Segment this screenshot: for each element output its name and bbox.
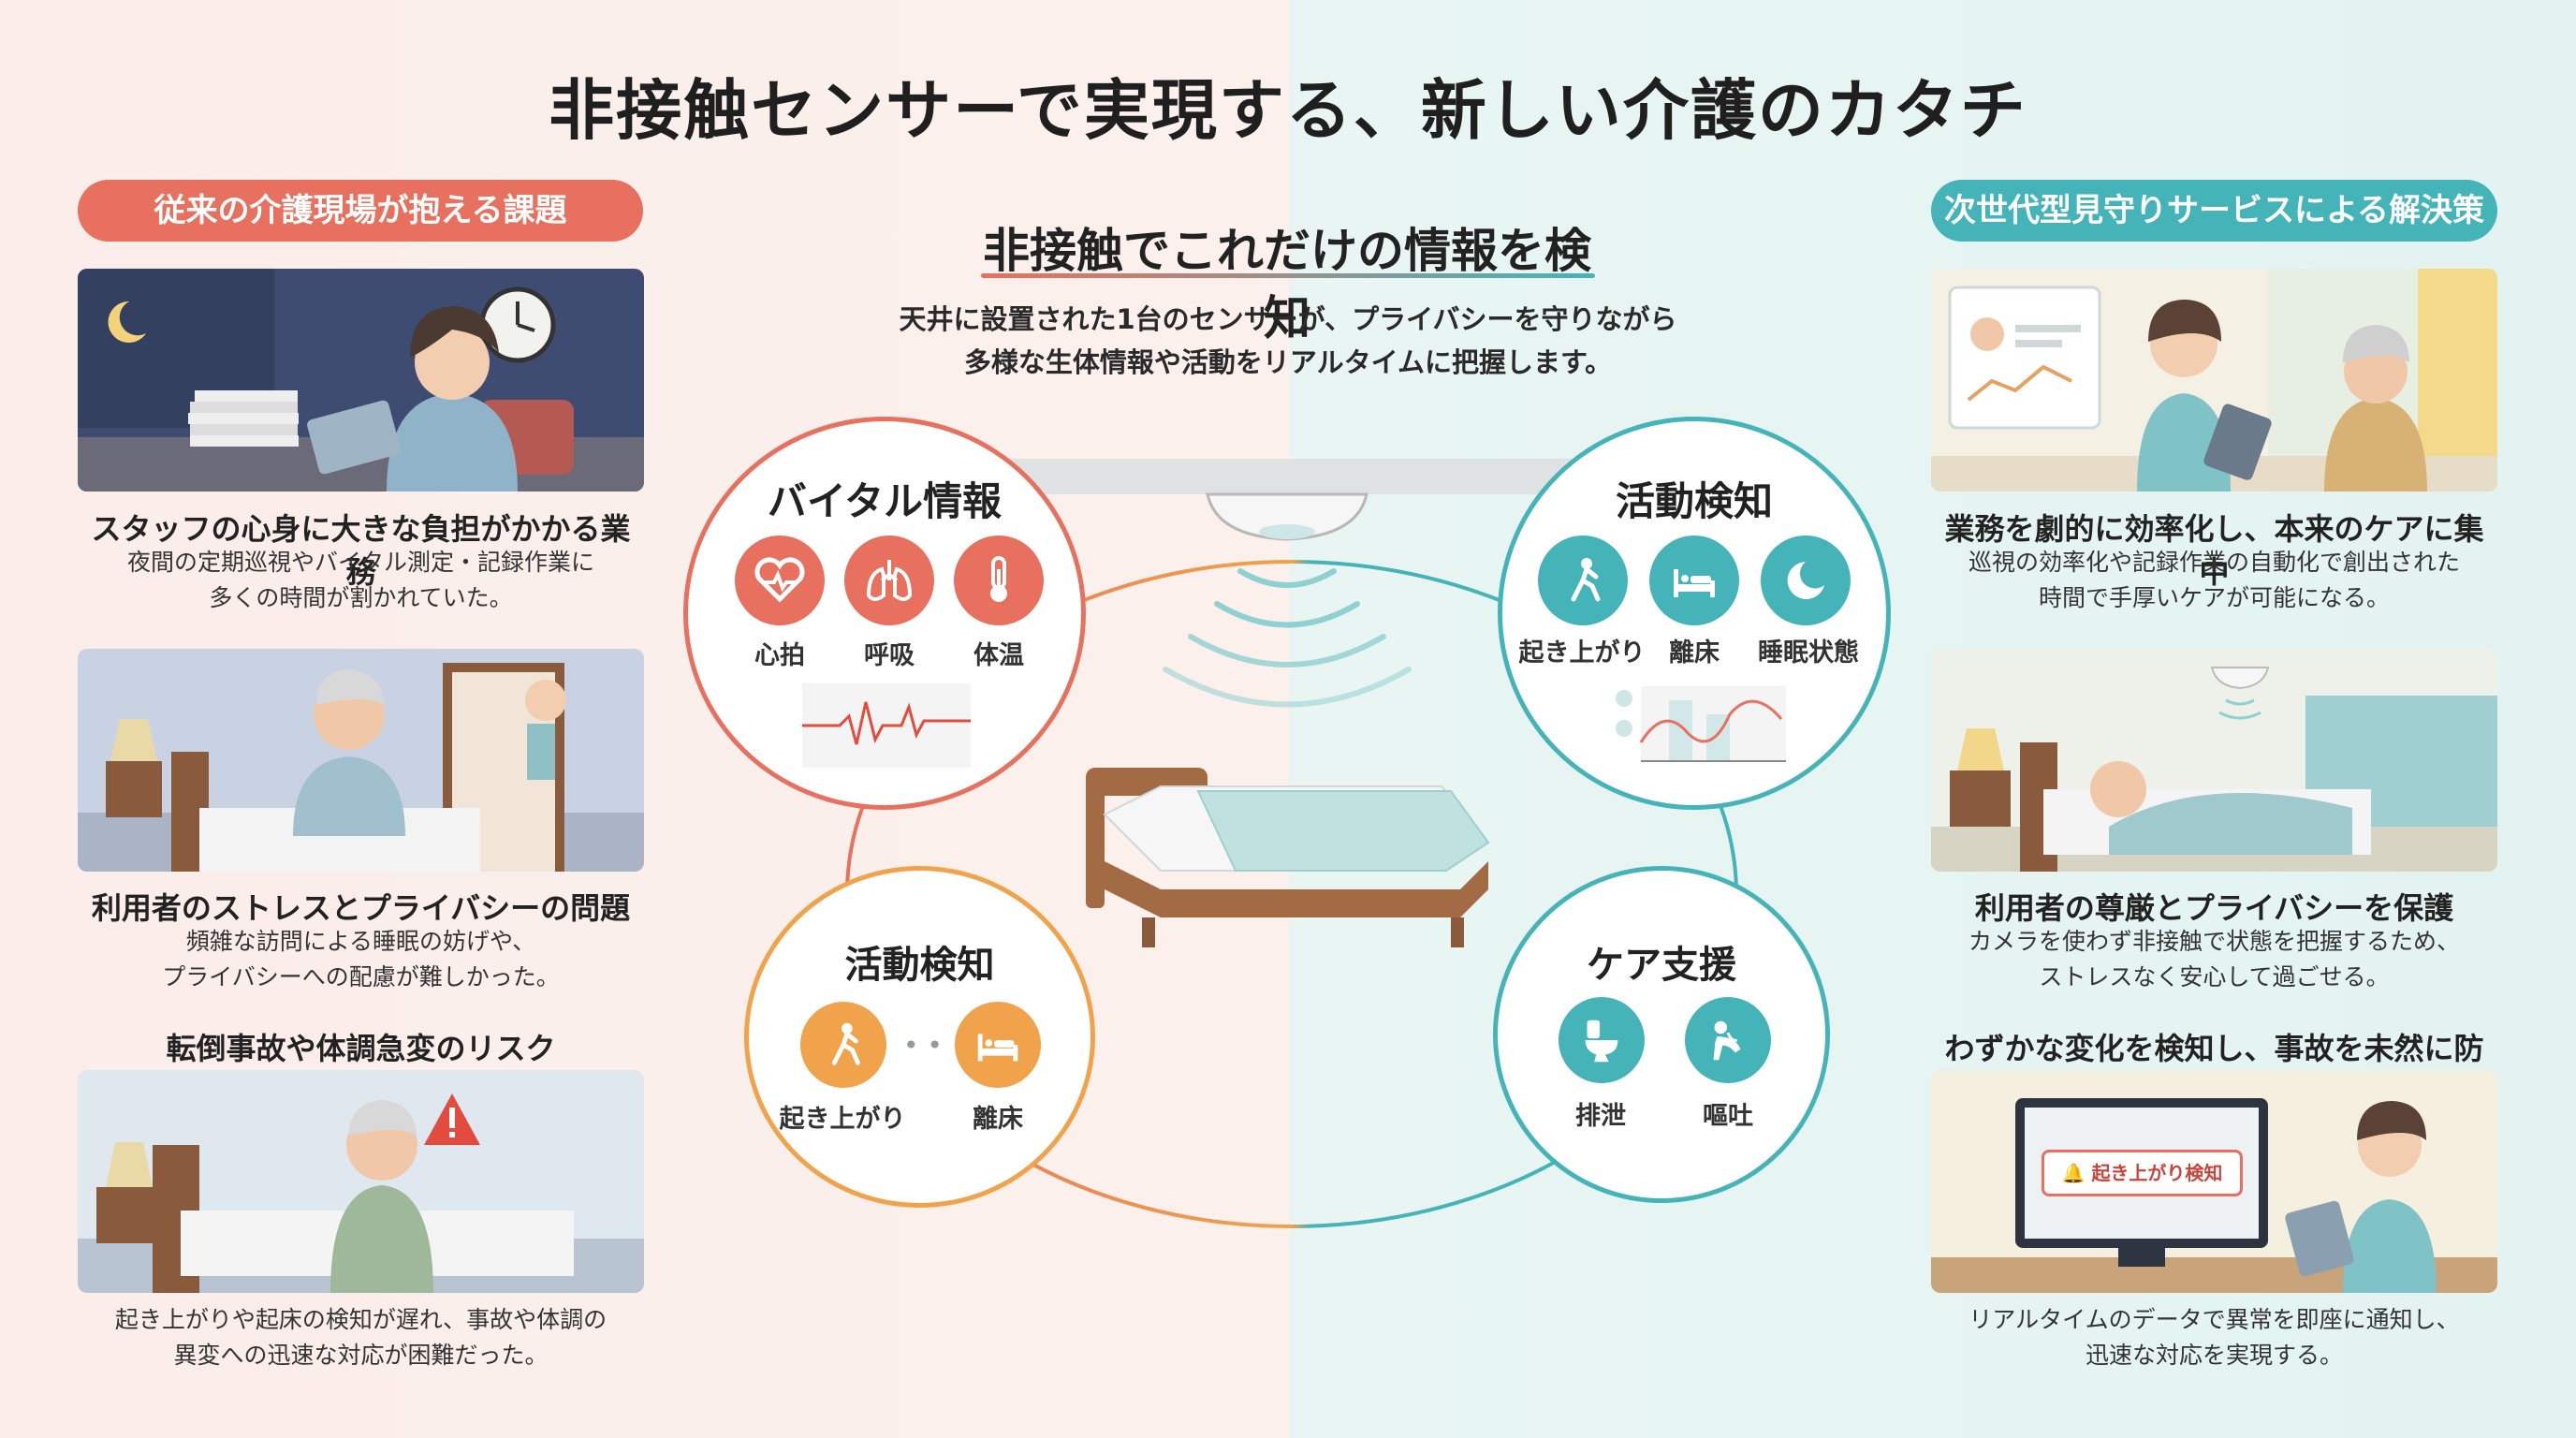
solution-card-1-title: 業務を劇的に効率化し、本来のケアに集中 <box>1944 511 2484 590</box>
sitting-up-icon <box>1538 536 1628 625</box>
excretion-label: 排泄 <box>1575 1102 1626 1131</box>
solution-card-2-desc: カメラを使わず非接触で状態を把握するため、 ストレスなく安心して過ごせる。 <box>1931 924 2497 995</box>
desc-line: ストレスなく安心して過ごせる。 <box>2039 963 2390 990</box>
desc-line: プライバシーへの配慮が難しかった。 <box>162 963 560 990</box>
solution-card-3-desc: リアルタイムのデータで異常を即座に通知し、 迅速な対応を実現する。 <box>1931 1302 2497 1373</box>
care-title: ケア支援 <box>1587 944 1736 987</box>
activity-left-bubble: 活動検知 • • • 起き上がり 離床 <box>744 866 1095 1208</box>
problem-card-3-desc: 起き上がりや起床の検知が遅れ、事故や体調の 異変への迅速な対応が困難だった。 <box>78 1302 644 1373</box>
desc-line: 迅速な対応を実現する。 <box>2085 1342 2343 1369</box>
bed-exit-label: 離床 <box>1669 638 1720 668</box>
activity-graph-icon <box>1616 686 1786 762</box>
vomiting-label: 嘔吐 <box>1703 1102 1753 1131</box>
problems-header: 従来の介護現場が抱える課題 <box>78 180 643 242</box>
toilet-icon <box>1559 997 1645 1083</box>
care-support-bubble: ケア支援 排泄 嘔吐 <box>1493 866 1830 1203</box>
bed-icon <box>1086 768 1490 947</box>
vital-info-bubble: バイタル情報 心拍 呼吸 体温 <box>683 417 1086 810</box>
heading-underline <box>981 273 1595 278</box>
problem-card-2-title: 利用者のストレスとプライバシーの問題 <box>91 890 631 926</box>
overworked-staff-illustration <box>78 269 644 492</box>
thermometer-icon <box>954 536 1044 625</box>
sitting-up-label: 起き上がり <box>1518 638 1646 668</box>
vital-title: バイタル情報 <box>767 478 1003 524</box>
resident-sleeping-illustration <box>1931 649 2497 872</box>
ecg-waveform-icon <box>802 683 971 768</box>
desc-line: 時間で手厚いケアが可能になる。 <box>2038 584 2390 611</box>
fall-risk-illustration <box>78 1070 644 1293</box>
problem-card-1-title: スタッフの心身に大きな負担がかかる業務 <box>91 511 631 590</box>
problem-card-3-title: 転倒事故や体調急変のリスク <box>166 1031 556 1066</box>
bed-exit-icon <box>955 1002 1041 1088</box>
problem-card-1-desc: 夜間の定期巡視やバイタル測定・記録作業に 多くの時間が割かれていた。 <box>78 545 644 616</box>
alert-banner: 🔔 起き上がり検知 <box>2042 1150 2243 1196</box>
desc-line: 多様な生体情報や活動をリアルタイムに把握します。 <box>963 346 1613 378</box>
lungs-icon <box>844 536 934 625</box>
svg-text:z: z <box>1811 565 1818 580</box>
svg-text:z: z <box>1819 562 1823 572</box>
heart-icon <box>735 536 825 625</box>
solution-card-2-title: 利用者の尊厳とプライバシーを保護 <box>1974 890 2454 926</box>
vomiting-icon <box>1685 997 1771 1083</box>
disturbed-resident-illustration <box>78 649 644 872</box>
sitting-up-icon <box>800 1002 886 1088</box>
alert-text: 起き上がり検知 <box>2091 1162 2223 1184</box>
activity-title: 活動検知 <box>1615 478 1773 524</box>
desc-line: 頻雑な訪問による睡眠の妨げや、 <box>185 928 536 955</box>
bed-exit-label: 離床 <box>973 1105 1023 1134</box>
desc-line: 夜間の定期巡視やバイタル測定・記録作業に <box>126 549 594 576</box>
respiration-label: 呼吸 <box>864 641 915 670</box>
caregiver-with-tablet-illustration <box>1931 269 2497 492</box>
desc-line: 起き上がりや起床の検知が遅れ、事故や体調の <box>114 1306 607 1333</box>
solutions-header: 次世代型見守りサービスによる解決策 <box>1931 180 2497 242</box>
center-description: 天井に設置された1台のセンサーが、プライバシーを守りながら 多様な生体情報や活動… <box>842 298 1734 384</box>
body-temperature-label: 体温 <box>973 641 1024 670</box>
desc-line: 多くの時間が割かれていた。 <box>209 584 513 611</box>
bed-exit-icon <box>1649 536 1739 625</box>
desc-line: 異変への迅速な対応が困難だった。 <box>173 1342 549 1369</box>
problem-card-2-desc: 頻雑な訪問による睡眠の妨げや、 プライバシーへの配慮が難しかった。 <box>78 924 644 995</box>
sitting-up-label: 起き上がり <box>779 1105 906 1134</box>
center-heading: 非接触でこれだけの情報を検知 <box>983 224 1591 345</box>
solution-card-1-desc: 巡視の効率化や記録作業の自動化で創出された 時間で手厚いケアが可能になる。 <box>1931 545 2497 616</box>
desc-line: リアルタイムのデータで異常を即座に通知し、 <box>1969 1306 2460 1333</box>
bell-icon: 🔔 <box>2061 1162 2092 1184</box>
activity-left-title: 活動検知 <box>844 944 995 987</box>
ceiling-sensor-icon <box>1206 492 1368 541</box>
desc-line: 天井に設置された1台のセンサーが、プライバシーを守りながら <box>899 303 1677 335</box>
heart-rate-label: 心拍 <box>754 641 805 670</box>
sensor-wave-icon <box>1163 568 1412 708</box>
alert-monitor-illustration: 🔔 起き上がり検知 <box>1931 1070 2497 1293</box>
desc-line: カメラを使わず非接触で状態を把握するため、 <box>1968 928 2460 955</box>
page-title: 非接触センサーで実現する、新しい介護のカタチ <box>549 72 2027 149</box>
sleep-state-label: 睡眠状態 <box>1758 638 1859 668</box>
desc-line: 巡視の効率化や記録作業の自動化で創出された <box>1968 549 2460 576</box>
